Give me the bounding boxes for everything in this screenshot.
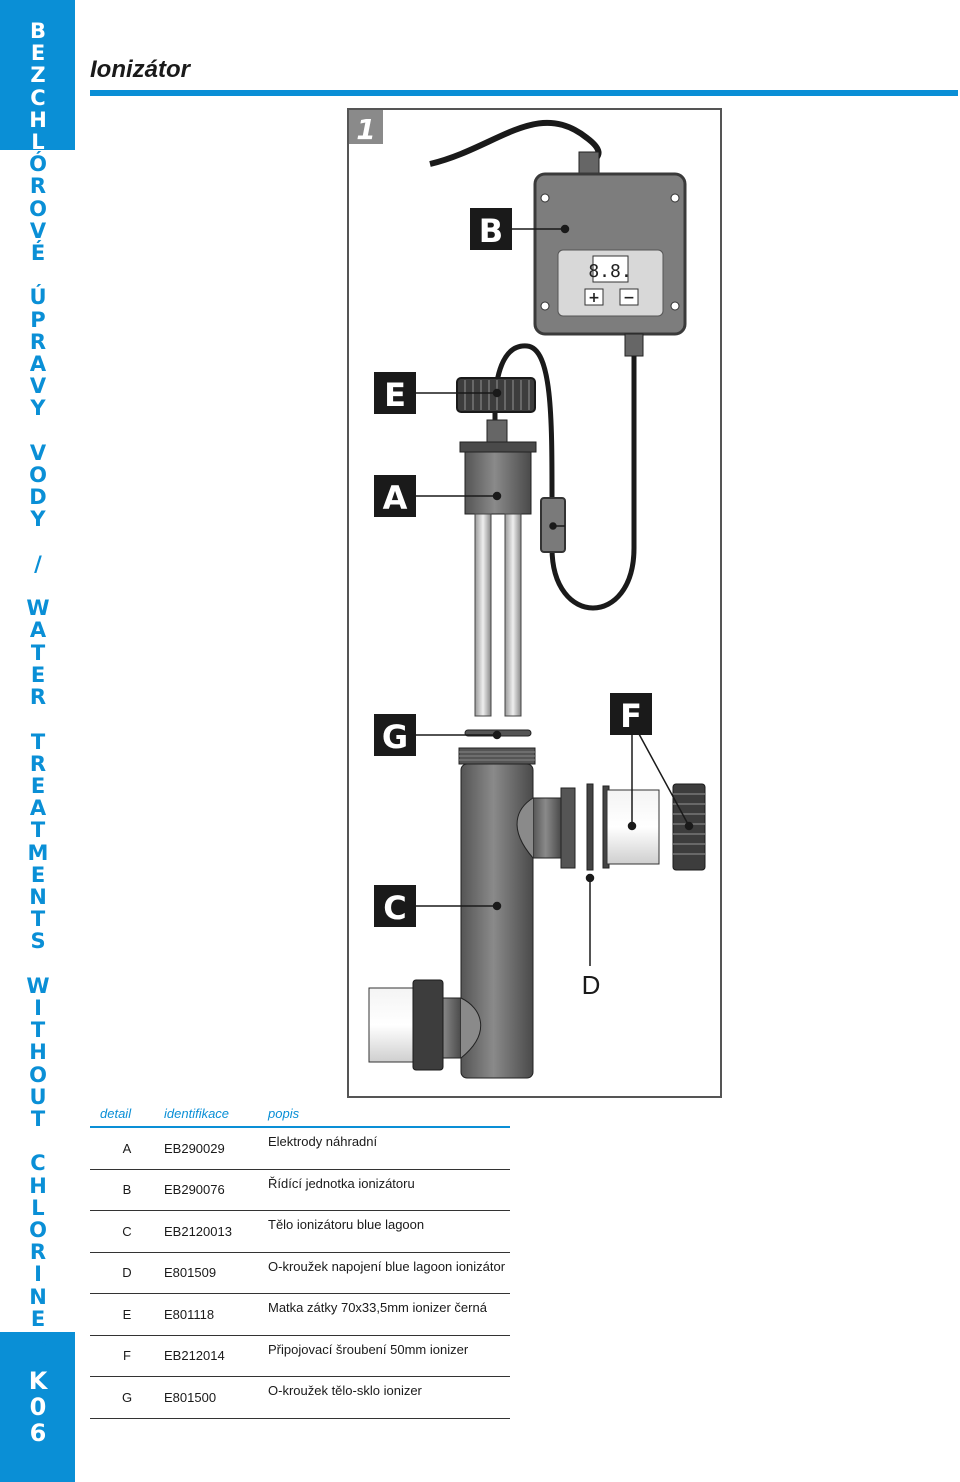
cell-identifikace: E801500 <box>164 1376 268 1419</box>
page-title: Ionizátor <box>90 56 190 83</box>
cell-detail: G <box>90 1376 164 1419</box>
body-c-drawing <box>426 747 576 1079</box>
callout-a: A <box>374 475 416 517</box>
union-f-nut-ridges <box>673 793 705 855</box>
cell-identifikace: EB2120013 <box>164 1210 268 1253</box>
cell-identifikace: E801509 <box>164 1252 268 1294</box>
cable-gland-top <box>578 151 600 175</box>
cell-detail: B <box>90 1169 164 1211</box>
cell-identifikace: E801118 <box>164 1293 268 1336</box>
cell-detail: C <box>90 1210 164 1253</box>
control-display: 8.8. <box>588 261 631 282</box>
electrode-a-drawing <box>459 419 537 717</box>
cell-detail: F <box>90 1335 164 1377</box>
cell-popis: Připojovací šroubení 50mm ionizer <box>268 1335 510 1377</box>
cell-detail: E <box>90 1293 164 1336</box>
ionizer-exploded-diagram: 1 8.8. + − <box>349 110 706 1079</box>
cell-popis: Řídící jednotka ionizátoru <box>268 1169 510 1211</box>
figure-number-tag <box>349 110 383 144</box>
minus-button-label: − <box>623 290 635 306</box>
cell-popis: Matka zátky 70x33,5mm ionizer černá <box>268 1293 510 1336</box>
callout-e: E <box>374 372 416 414</box>
header-popis: popis <box>268 1104 510 1128</box>
callout-leaders <box>416 224 694 966</box>
callout-c: C <box>374 885 416 927</box>
cell-popis: Elektrody náhradní <box>268 1127 510 1170</box>
cell-identifikace: EB290076 <box>164 1169 268 1211</box>
svg-text:F: F <box>620 697 642 735</box>
title-rule <box>90 90 958 96</box>
callout-d: D <box>582 970 601 1000</box>
header-identifikace: identifikace <box>164 1104 268 1128</box>
callout-g: G <box>374 714 416 756</box>
cell-detail: D <box>90 1252 164 1294</box>
power-cable <box>429 119 602 167</box>
header-detail: detail <box>90 1104 164 1128</box>
table-header-row: detail identifikace popis <box>90 1104 510 1128</box>
svg-text:B: B <box>479 212 503 250</box>
cell-popis: Tělo ionizátoru blue lagoon <box>268 1210 510 1253</box>
control-unit: 8.8. + − <box>533 172 687 357</box>
svg-text:A: A <box>383 479 408 517</box>
callout-f: F <box>610 693 652 735</box>
oring-d-drawing <box>586 783 594 871</box>
cell-popis: O-kroužek napojení blue lagoon ionizátor <box>268 1252 510 1294</box>
cell-identifikace: EB212014 <box>164 1335 268 1377</box>
cell-identifikace: EB290029 <box>164 1127 268 1170</box>
svg-text:C: C <box>383 889 406 927</box>
left-union-drawing <box>368 987 420 1063</box>
callout-b: B <box>470 208 512 250</box>
cell-detail: A <box>90 1127 164 1170</box>
side-band-gap <box>0 150 75 1332</box>
figure-number: 1 <box>356 113 375 146</box>
left-union-nut <box>412 979 444 1071</box>
svg-text:E: E <box>384 376 406 414</box>
svg-text:G: G <box>382 718 408 756</box>
cell-popis: O-kroužek tělo-sklo ionizer <box>268 1376 510 1419</box>
plus-button-label: + <box>588 290 600 306</box>
sensor-cable-lower <box>549 356 637 611</box>
